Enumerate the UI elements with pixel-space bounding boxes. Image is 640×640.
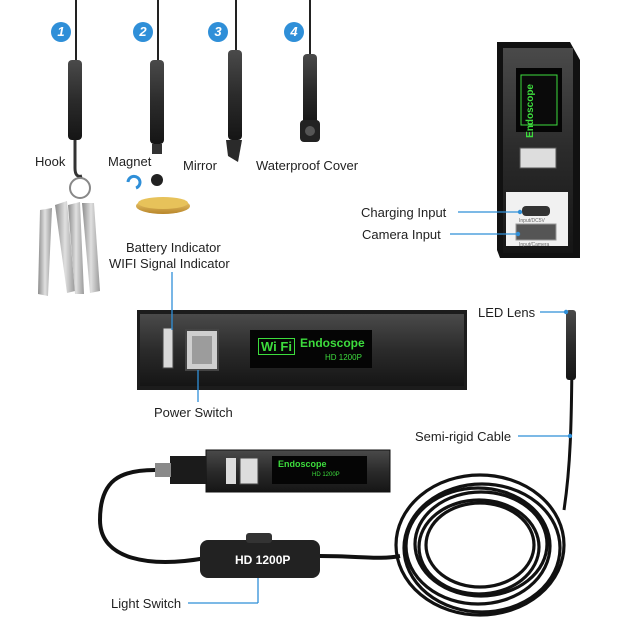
device-side-view — [497, 42, 580, 258]
badge-4: 4 — [284, 22, 304, 42]
cable-main — [319, 554, 401, 560]
label-battery-indicator: Battery Indicator — [126, 240, 221, 255]
logo-endoscope: Endoscope — [300, 336, 365, 350]
probe-mirror — [226, 0, 242, 162]
label-waterproof-cover: Waterproof Cover — [256, 158, 359, 173]
badge-1: 1 — [51, 22, 71, 42]
cable-usb — [97, 468, 207, 564]
switch-label: HD 1200P — [235, 553, 291, 567]
label-power-switch: Power Switch — [154, 405, 233, 420]
pointer-dots — [515, 209, 573, 439]
keys-image — [38, 177, 100, 296]
logo-wifi: Wi Fi — [258, 338, 295, 355]
light-switch-box — [200, 533, 320, 578]
label-hook: Hook — [35, 154, 66, 169]
logo-resolution: HD 1200P — [325, 353, 362, 362]
side-logo-endoscope: Endoscope — [525, 84, 536, 138]
probe-hook — [68, 0, 83, 178]
side-port-bottom: Input/Camera — [519, 242, 550, 248]
led-lens-tip — [566, 310, 576, 380]
label-camera-input: Camera Input — [362, 227, 441, 242]
device-closeup — [137, 310, 467, 390]
label-mirror: Mirror — [183, 158, 217, 173]
badge-3: 3 — [208, 22, 228, 42]
label-light-switch: Light Switch — [111, 596, 182, 611]
device-module — [155, 449, 391, 493]
label-charging-input: Charging Input — [361, 205, 447, 220]
probe-waterproof-cover — [300, 0, 320, 142]
module-logo-resolution: HD 1200P — [312, 472, 340, 478]
label-led-lens: LED Lens — [478, 305, 536, 320]
coin-image — [136, 197, 190, 214]
module-logo-endoscope: Endoscope — [278, 459, 327, 469]
label-semi-rigid-cable: Semi-rigid Cable — [415, 429, 512, 444]
label-wifi-indicator: WIFI Signal Indicator — [109, 256, 230, 271]
pointer-lines — [171, 211, 570, 604]
label-magnet: Magnet — [108, 154, 152, 169]
side-port-top: Input/DC5V — [519, 218, 545, 224]
probe-magnet — [126, 0, 164, 190]
cable-coil — [394, 473, 566, 617]
badge-2: 2 — [133, 22, 153, 42]
